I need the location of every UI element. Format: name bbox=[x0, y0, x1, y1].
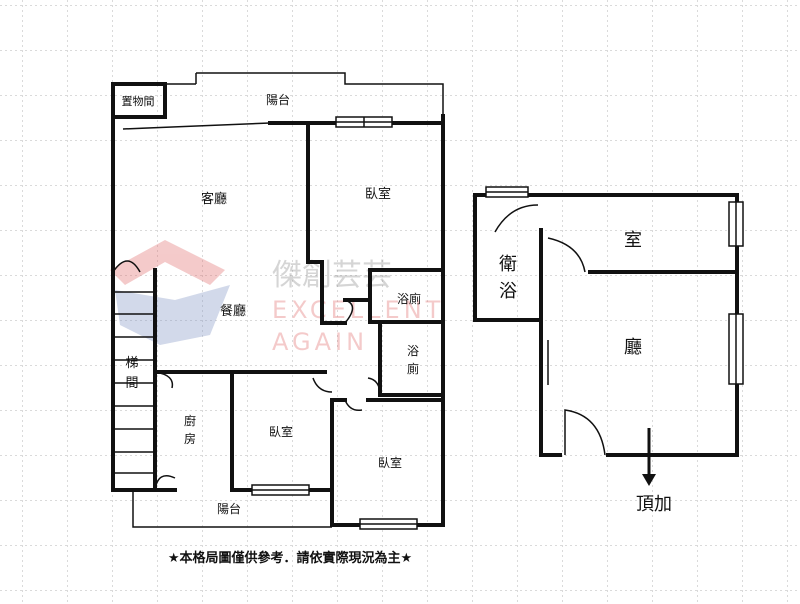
label-bedroom-bottom: 臥室 bbox=[378, 455, 402, 470]
label-roof-bath-line1: 衛 bbox=[499, 254, 517, 275]
footer-note: ★本格局圖僅供參考．請依實際現況為主★ bbox=[168, 550, 412, 566]
label-stairs-line1: 梯 bbox=[125, 356, 138, 371]
roof-door-arc-hall bbox=[564, 409, 606, 456]
watermark: 傑創芸芸 EXCELLENT AGAIN bbox=[110, 240, 440, 356]
wall-bath1-bottom bbox=[368, 298, 445, 324]
label-bath-1: 浴廁 bbox=[397, 291, 421, 306]
label-roof-addition: 頂加 bbox=[636, 494, 672, 515]
watermark-line1: 傑創芸芸 bbox=[272, 258, 392, 293]
balcony-bottom-rail bbox=[132, 490, 332, 528]
door-arc-bath2 bbox=[367, 377, 381, 396]
watermark-house-icon bbox=[115, 285, 230, 345]
sliding-door-top bbox=[122, 122, 271, 130]
label-bath-2-line2: 廁 bbox=[407, 361, 419, 376]
door-arc-stairs bbox=[112, 260, 141, 273]
down-arrow-icon bbox=[642, 474, 656, 486]
stairs bbox=[113, 291, 155, 474]
label-dining-room: 餐廳 bbox=[220, 303, 246, 319]
label-balcony-bottom: 陽台 bbox=[217, 501, 241, 516]
main-plan: 置物間 陽台 客廳 臥室 餐廳 浴廁 浴 廁 梯 間 廚 房 臥室 臥室 陽台 bbox=[111, 72, 445, 530]
label-living-room: 客廳 bbox=[201, 191, 227, 207]
door-arc-bath1 bbox=[344, 299, 354, 324]
roof-wall-left bbox=[473, 193, 540, 322]
label-bedroom-top: 臥室 bbox=[365, 186, 391, 202]
door-arc-bedroom-bottom bbox=[344, 399, 363, 412]
balcony-top-rail bbox=[196, 72, 444, 116]
label-roof-room: 室 bbox=[624, 230, 642, 251]
roof-plan: 衛 浴 室 廳 頂加 bbox=[473, 186, 744, 515]
label-kitchen-line2: 房 bbox=[184, 431, 196, 446]
label-roof-hall: 廳 bbox=[624, 337, 642, 358]
door-arc-kitchen-balcony bbox=[154, 475, 176, 491]
wall-bedroom-top-left bbox=[306, 121, 347, 325]
roof-door-arc-room bbox=[547, 237, 586, 273]
label-balcony-top: 陽台 bbox=[266, 92, 290, 107]
label-roof-bath-line2: 浴 bbox=[499, 281, 517, 302]
label-bath-2-line1: 浴 bbox=[407, 344, 419, 358]
roof-door-arc-bath bbox=[494, 204, 539, 233]
watermark-line3: AGAIN bbox=[272, 328, 368, 356]
door-arc-kitchen bbox=[154, 371, 174, 389]
label-stairs-line2: 間 bbox=[125, 376, 138, 391]
roof-wall-inner-left bbox=[539, 228, 562, 457]
watermark-roof-icon bbox=[110, 240, 225, 285]
wall-bedroom-top-bottom bbox=[343, 268, 445, 302]
door-arc-bedroom-mid bbox=[312, 377, 333, 393]
label-storage: 置物間 bbox=[122, 94, 155, 108]
label-bedroom-mid: 臥室 bbox=[269, 424, 293, 439]
label-kitchen-line1: 廚 bbox=[184, 413, 196, 428]
